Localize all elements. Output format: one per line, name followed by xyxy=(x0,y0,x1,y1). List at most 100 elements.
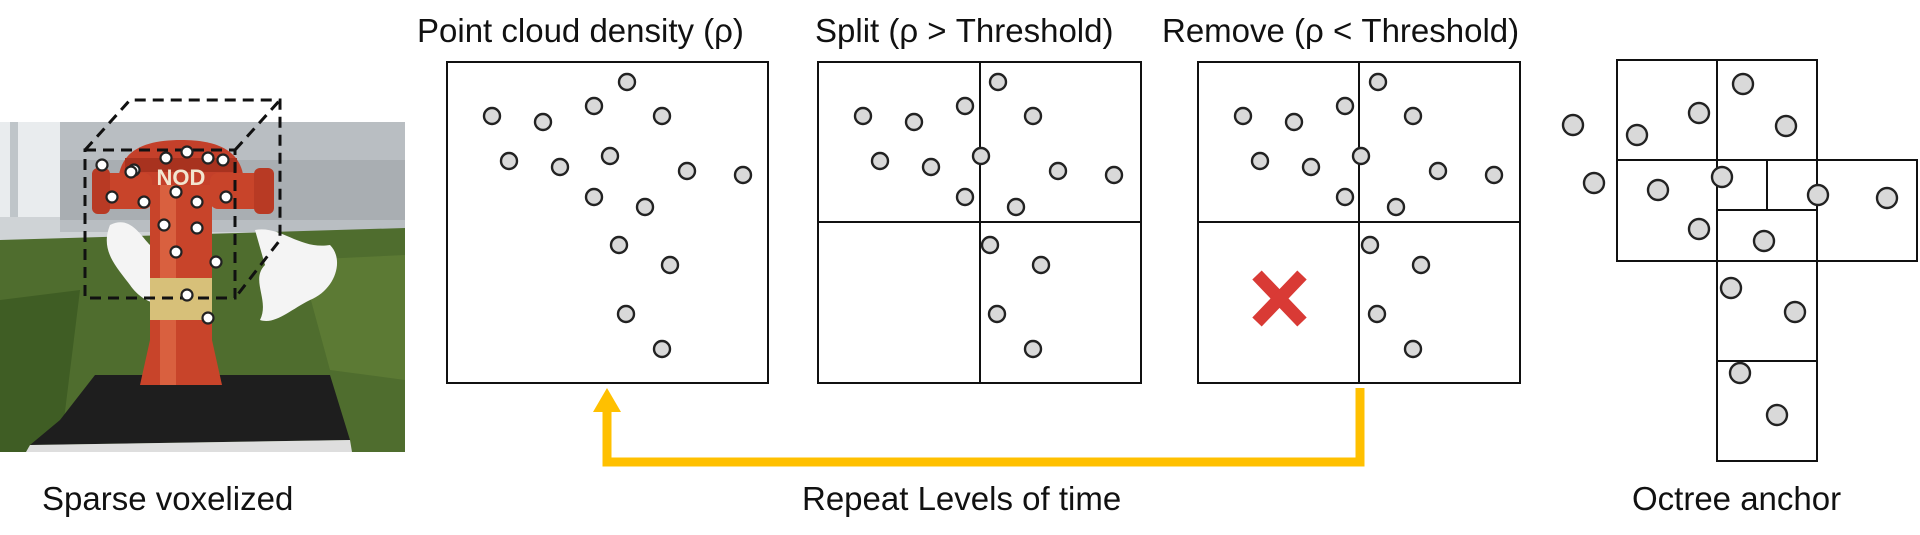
remove-point xyxy=(1250,151,1270,171)
octree-point xyxy=(1783,300,1807,324)
split-point xyxy=(904,112,924,132)
voxel-point xyxy=(219,190,233,204)
remove-point xyxy=(1284,112,1304,132)
photo-base-plate xyxy=(30,375,350,445)
voxel-point xyxy=(201,151,215,165)
split-points xyxy=(853,72,1124,359)
voxel-point xyxy=(137,195,151,209)
octree-point xyxy=(1710,165,1734,189)
split-panel xyxy=(817,61,1142,384)
remove-point xyxy=(1411,255,1431,275)
density-point xyxy=(635,197,655,217)
remove-point xyxy=(1403,106,1423,126)
split-point xyxy=(1023,339,1043,359)
split-point xyxy=(1104,165,1124,185)
hydrant-lettering: NOD xyxy=(157,165,206,190)
octree-point xyxy=(1728,361,1752,385)
x-mark-stroke-b xyxy=(1252,270,1307,327)
voxel-point xyxy=(180,288,194,302)
photo-pipe xyxy=(0,122,60,217)
remove-point xyxy=(1360,235,1380,255)
remove-point xyxy=(1367,304,1387,324)
remove-point xyxy=(1368,72,1388,92)
density-point xyxy=(600,146,620,166)
density-point xyxy=(652,339,672,359)
octree-point xyxy=(1582,171,1606,195)
density-point xyxy=(533,112,553,132)
voxel-point xyxy=(95,158,109,172)
octree-anchor xyxy=(1561,59,1918,462)
photo-chain-right xyxy=(255,229,338,321)
remove-point xyxy=(1351,146,1371,166)
octree-point xyxy=(1687,101,1711,125)
arrow-up-icon xyxy=(593,388,621,412)
octree-points xyxy=(1561,72,1899,427)
hydrant-outlet-right-cap xyxy=(254,168,274,214)
density-point xyxy=(550,157,570,177)
x-mark-icon xyxy=(1252,270,1307,327)
remove-panel xyxy=(1197,61,1521,384)
density-points xyxy=(482,72,753,359)
loop-caption: Repeat Levels of time xyxy=(802,480,1122,517)
density-point xyxy=(584,96,604,116)
loop-arrow xyxy=(593,388,1365,467)
remove-point xyxy=(1233,106,1253,126)
voxel-point xyxy=(190,195,204,209)
remove-point xyxy=(1484,165,1504,185)
octree-point xyxy=(1561,113,1585,137)
voxel-point xyxy=(124,165,138,179)
voxel-points xyxy=(95,145,233,325)
octree-point xyxy=(1806,183,1830,207)
remove-point xyxy=(1335,96,1355,116)
octree-point xyxy=(1765,403,1789,427)
octree-point xyxy=(1646,178,1670,202)
density-point xyxy=(482,106,502,126)
voxel-cube-back xyxy=(83,98,282,299)
voxel-point xyxy=(190,221,204,235)
photo-pipe-shadow xyxy=(10,122,18,217)
voxel-point xyxy=(201,311,215,325)
density-point xyxy=(616,304,636,324)
split-point xyxy=(1048,161,1068,181)
remove-points xyxy=(1233,72,1504,359)
hydrant-outlet-left-cap xyxy=(92,168,110,214)
split-point xyxy=(1023,106,1043,126)
voxel-point xyxy=(169,185,183,199)
voxel-cube-front xyxy=(83,148,237,300)
octree-point xyxy=(1875,186,1899,210)
density-point xyxy=(584,187,604,207)
octree-point xyxy=(1687,217,1711,241)
density-point xyxy=(617,72,637,92)
octree-point xyxy=(1719,276,1743,300)
octree-caption: Octree anchor xyxy=(1632,480,1842,517)
voxel-cube-edge xyxy=(233,98,282,152)
split-point xyxy=(921,157,941,177)
voxel-point xyxy=(180,145,194,159)
voxel-point xyxy=(159,151,173,165)
remove-point xyxy=(1335,187,1355,207)
split-point xyxy=(955,187,975,207)
density-title: Point cloud density (ρ) xyxy=(417,12,744,49)
density-point xyxy=(733,165,753,185)
photo-caption: Sparse voxelized xyxy=(42,480,294,517)
split-point xyxy=(955,96,975,116)
split-point xyxy=(980,235,1000,255)
voxel-point xyxy=(169,245,183,259)
photo-grass-dark xyxy=(0,290,80,452)
density-point xyxy=(609,235,629,255)
density-point xyxy=(652,106,672,126)
split-point xyxy=(1031,255,1051,275)
voxel-point xyxy=(105,190,119,204)
remove-point xyxy=(1403,339,1423,359)
split-point xyxy=(987,304,1007,324)
octree-point xyxy=(1752,229,1776,253)
remove-point xyxy=(1428,161,1448,181)
voxel-point xyxy=(216,153,230,167)
octree-point xyxy=(1625,123,1649,147)
loop-arrow-line xyxy=(602,388,1365,467)
photo-base-edge xyxy=(26,440,352,452)
split-point xyxy=(1006,197,1026,217)
density-panel xyxy=(446,61,769,384)
